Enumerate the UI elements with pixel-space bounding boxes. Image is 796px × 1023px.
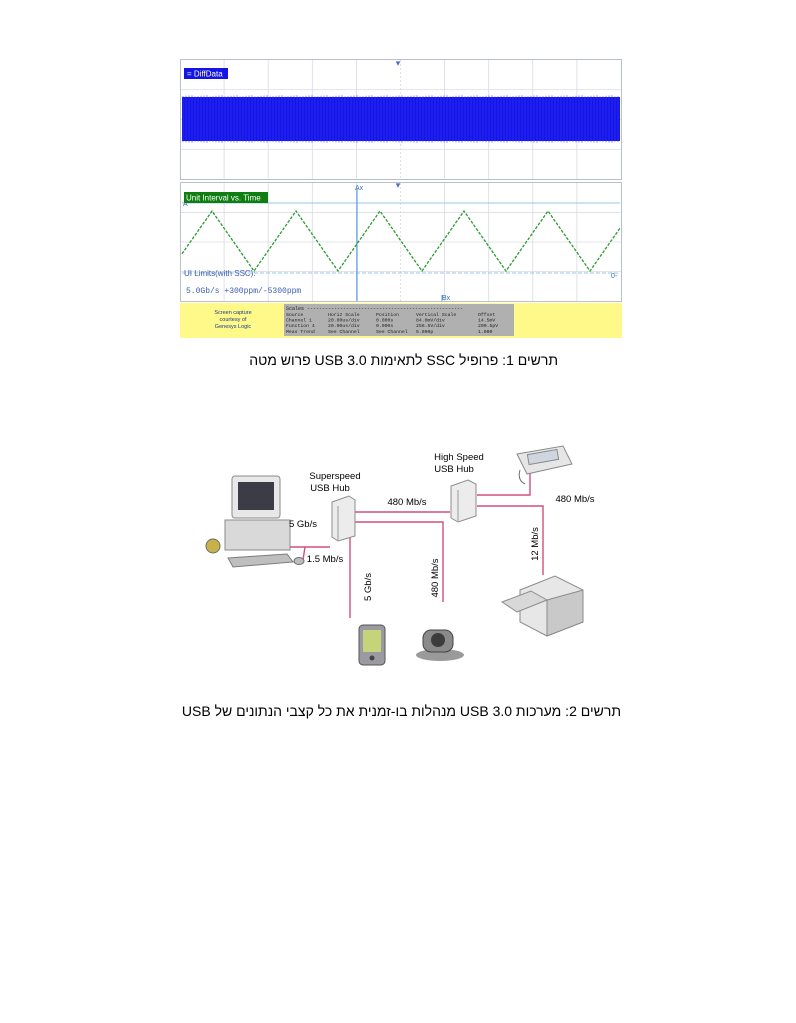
scales-title: Scales ---------------------------------… [286, 306, 463, 312]
unit-interval-label: Unit Interval vs. Time [186, 194, 261, 203]
scales-cell: Channel 1 [286, 318, 312, 324]
hs-hub-label-2: USB Hub [434, 464, 474, 475]
highspeed-hub: High Speed USB Hub [434, 452, 484, 523]
scales-cell: 256.5V/div [416, 323, 445, 329]
scales-table-bg [284, 304, 514, 336]
hs-hub-label-1: High Speed [434, 452, 484, 463]
unit-interval-label-bg [184, 192, 268, 203]
label-pda: 5 Gb/s [363, 573, 374, 601]
link-camera [355, 521, 444, 602]
pc-keyboard [227, 553, 294, 568]
scales-cell: 14.5mV [478, 318, 495, 324]
ss-hub-label-1: Superspeed [309, 471, 360, 482]
webcam-base [416, 649, 464, 661]
right-reference-label: 0- [611, 273, 618, 280]
ui-limits-value: 5.0Gb/s +300ppm/-5300ppm [186, 287, 301, 296]
waveform-noise [182, 95, 619, 143]
left-reference-label: A [183, 201, 188, 208]
link-hs-hub-to-printer [477, 505, 544, 575]
marker-b-label: Bx [442, 295, 451, 302]
scales-header-cell: Position [376, 312, 399, 318]
pc-screen [238, 482, 274, 510]
scales-header-cell: Vertical Scale [416, 312, 456, 318]
credit-line-2: courtesy of [220, 317, 247, 323]
ss-hub-box [331, 495, 356, 542]
figure-1-caption: תרשים 1: פרופיל SSC לתאימות USB 3.0 פרוש… [249, 352, 558, 368]
pc-mouse [293, 557, 305, 565]
scales-header-cell: Horiz Scale [328, 312, 360, 318]
fax-machine [516, 445, 573, 485]
diffdata-waveform [182, 97, 620, 141]
scales-header-cell: Source [286, 312, 303, 318]
printer [500, 575, 584, 637]
ss-hub-label-2: USB Hub [310, 483, 350, 494]
scales-header-cell: Offset [478, 312, 495, 318]
fax-panel [526, 448, 560, 466]
webcam [416, 629, 464, 661]
oscilloscope-screen: = DiffData ▾ Ax Bx ▾ A 0- Unit Interval … [180, 58, 622, 338]
pda-device [358, 624, 386, 666]
scales-cell: 200.5pV [478, 323, 498, 329]
scales-cell: 0.000s [376, 318, 393, 324]
label-camera: 480 Mb/s [430, 558, 441, 597]
superspeed-hub: Superspeed USB Hub [309, 471, 361, 542]
figure-2-usb-topology: Superspeed USB Hub High Speed USB Hub [195, 440, 615, 675]
scales-cell: 0.000s [376, 323, 393, 329]
scales-cell: Function 4 [286, 323, 315, 329]
ui-limits-label: UI Limits(with SSC): [184, 269, 256, 278]
hs-hub-box [450, 479, 477, 523]
desktop-computer [205, 475, 305, 568]
diffdata-label: = DiffData [187, 70, 223, 79]
diffdata-label-bg [184, 68, 228, 79]
top-panel: = DiffData ▾ [180, 58, 622, 180]
ssc-triangle-wave [181, 209, 621, 273]
scales-cell: Meas Trend [286, 329, 315, 335]
label-hs-to-fax: 480 Mb/s [555, 494, 594, 505]
label-printer: 12 Mb/s [530, 527, 541, 561]
printer-side [546, 589, 584, 637]
credit-line-1: Screen capture [214, 310, 251, 316]
scales-cell: See Channel [376, 329, 408, 335]
scales-cell: 20.00us/div [328, 318, 360, 324]
bottom-trigger-marker: ▾ [396, 180, 401, 190]
marker-a-label: Ax [355, 185, 364, 192]
bottom-panel: Ax Bx ▾ A 0- Unit Interval vs. Time UI L… [180, 180, 622, 302]
link-hs-hub-to-fax [477, 470, 531, 496]
figure-2-caption: תרשים 2: מערכות USB 3.0 מנהלות בו-זמנית … [181, 703, 621, 719]
top-trigger-marker: ▾ [396, 59, 401, 68]
pda-screen [363, 630, 381, 652]
scales-cell: 1.000 [478, 329, 493, 335]
usb-topology-diagram: Superspeed USB Hub High Speed USB Hub [205, 445, 595, 666]
cd-disc [205, 538, 221, 554]
scales-table: Source Horiz Scale Position Vertical Scale O… [286, 312, 498, 335]
credit-line-3: Genesys Logic [215, 324, 252, 330]
scales-cell: 84.0mV/div [416, 318, 445, 324]
info-panel: Screen capture courtesy of Genesys Logic… [180, 303, 622, 338]
label-pc-to-hub: 5 Gb/s [289, 519, 317, 530]
label-mouse: 1.5 Mb/s [307, 554, 344, 565]
webcam-lens [431, 633, 445, 647]
figure-1-oscilloscope: = DiffData ▾ Ax Bx ▾ A 0- Unit Interval … [180, 58, 622, 338]
scales-cell: 20.00us/div [328, 323, 360, 329]
fax-cord [518, 469, 526, 485]
label-hub-to-hub: 480 Mb/s [387, 497, 426, 508]
pc-tower [224, 519, 291, 551]
scales-cell: 5.000p [416, 329, 433, 335]
pda-button [369, 655, 375, 661]
scales-cell: See Channel [328, 329, 360, 335]
